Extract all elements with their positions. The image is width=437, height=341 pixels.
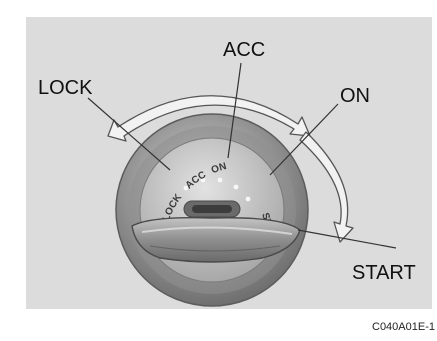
- key-icon: [131, 216, 301, 263]
- position-dot: [245, 196, 251, 202]
- positions-arrow-icon: [107, 95, 311, 142]
- leader-lock: [87, 97, 171, 171]
- leader-on: [269, 103, 339, 176]
- position-dot: [183, 185, 189, 191]
- leader-start: [297, 229, 397, 249]
- label-on: ON: [340, 85, 370, 107]
- leader-lines: [87, 62, 397, 249]
- label-lock: LOCK: [38, 77, 93, 99]
- start-arrow-icon: [299, 131, 354, 243]
- leader-acc: [227, 62, 242, 159]
- label-acc: ACC: [223, 39, 265, 61]
- label-start: START: [352, 262, 416, 284]
- ignition-switch: [115, 113, 309, 307]
- position-dot: [233, 184, 239, 190]
- figure-code: C040A01E-1: [372, 321, 435, 333]
- position-dot: [200, 177, 206, 183]
- position-dot: [217, 177, 223, 183]
